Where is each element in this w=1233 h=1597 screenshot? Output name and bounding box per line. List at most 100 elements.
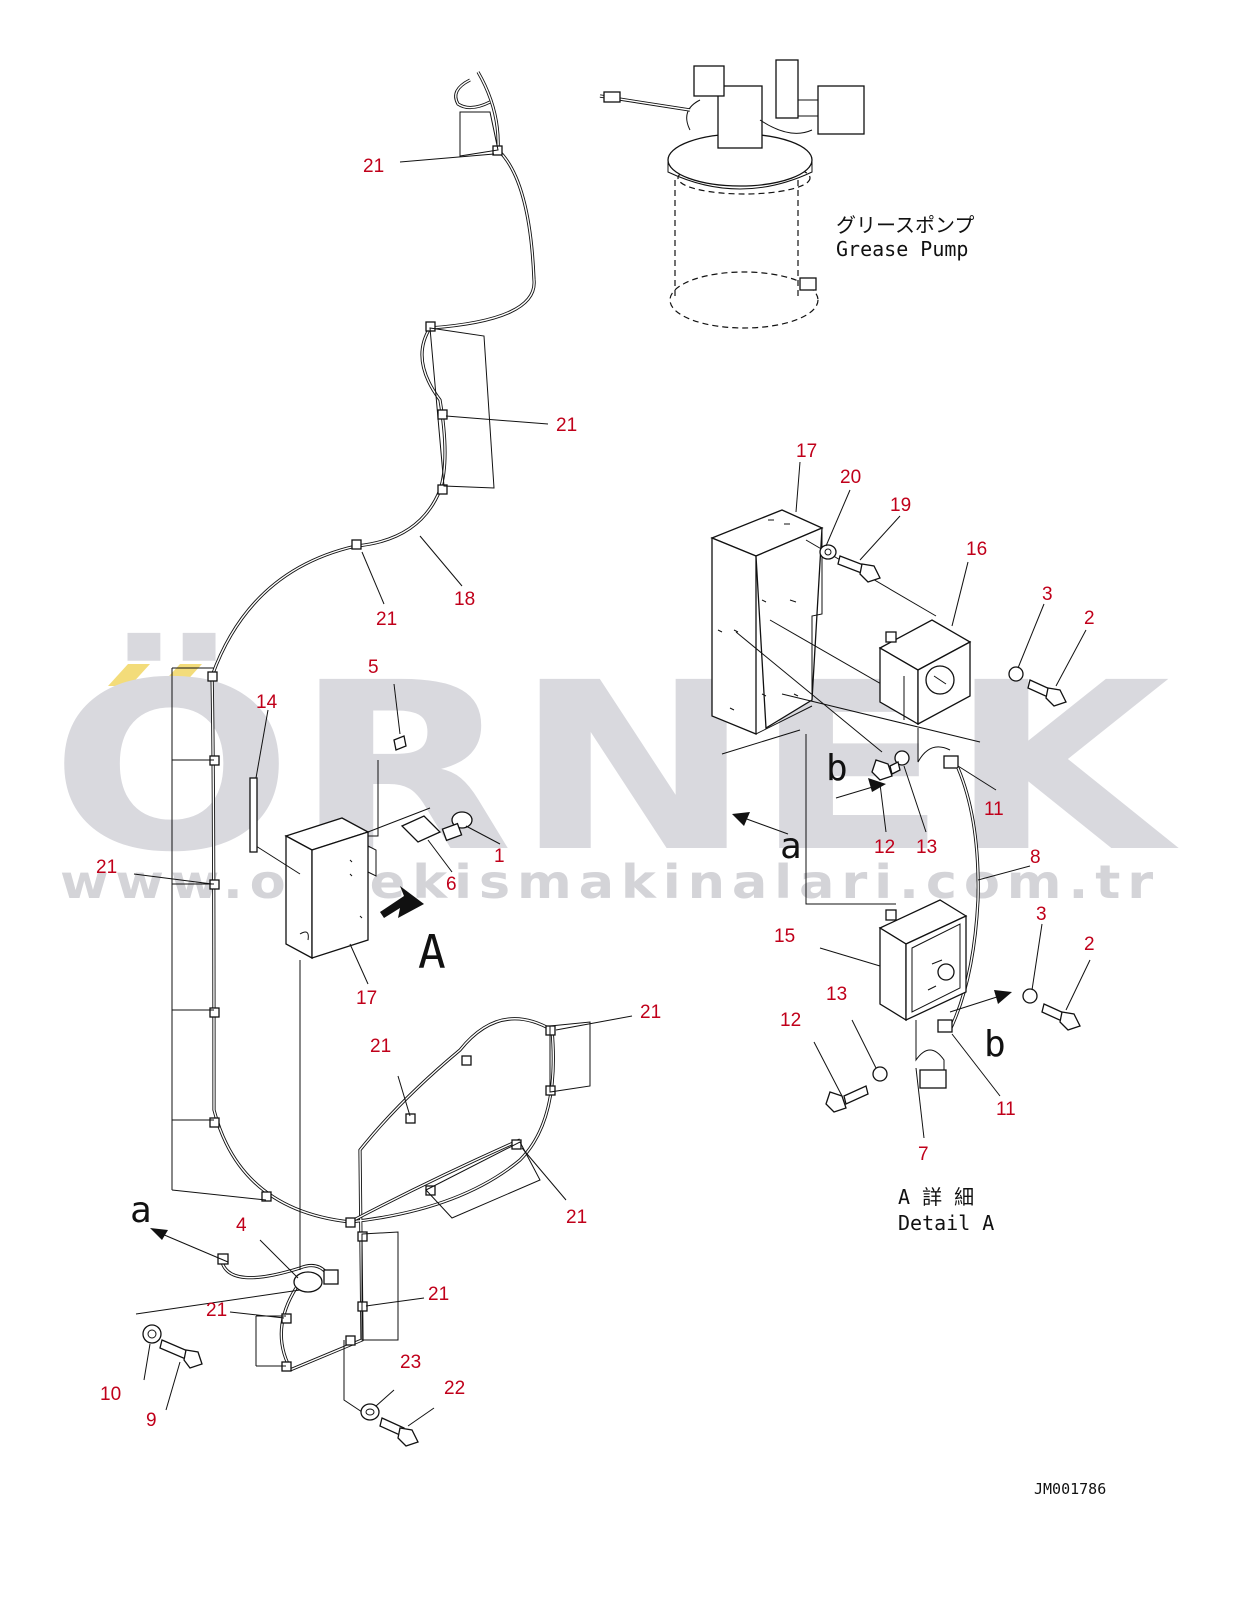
guide-line xyxy=(721,729,801,755)
ref-letter-a-detail: a xyxy=(780,826,802,867)
arrow-b-shaft-lower xyxy=(949,995,1001,1013)
washer-3 xyxy=(1008,666,1024,682)
arrow-a-head xyxy=(150,1228,168,1240)
clamp-21 xyxy=(261,1191,272,1202)
pump-motor-link xyxy=(798,99,818,117)
clamp-21 xyxy=(209,1007,220,1018)
clamp-21 xyxy=(461,1055,472,1066)
callout-16: 16 xyxy=(966,539,987,560)
callout-11: 11 xyxy=(996,1099,1016,1120)
callout-21: 21 xyxy=(363,156,384,177)
harness-lower-loop xyxy=(279,1287,298,1369)
callout-6: 6 xyxy=(446,874,457,895)
callout-21: 21 xyxy=(556,415,577,436)
callout-2: 2 xyxy=(1084,934,1095,955)
callout-12: 12 xyxy=(780,1010,801,1031)
guide-frame xyxy=(361,1231,399,1341)
callout-22: 22 xyxy=(444,1378,465,1399)
guide-line xyxy=(781,693,981,743)
callout-15: 15 xyxy=(774,926,795,947)
arrow-a-head-detail xyxy=(732,812,750,826)
clamp-21 xyxy=(281,1313,292,1324)
bolt-9 xyxy=(159,1339,203,1369)
clamp-21 xyxy=(351,539,362,550)
washer-23 xyxy=(360,1403,380,1421)
callout-14: 14 xyxy=(256,692,278,713)
callout-12: 12 xyxy=(874,837,895,858)
pump-head xyxy=(717,85,763,149)
connector-11 xyxy=(943,755,959,769)
washer-3-lower xyxy=(1022,988,1038,1004)
ref-letter-b-lower: b xyxy=(984,1024,1006,1065)
arrow-b-head-lower xyxy=(994,990,1012,1004)
controller-15 xyxy=(878,899,968,1022)
grease-pump: グリースポンプ Grease Pump xyxy=(599,59,974,329)
callouts: 21 21 17 20 19 16 3 2 18 21 5 14 11 12 1… xyxy=(96,156,1095,1431)
sensor-4 xyxy=(217,1253,339,1293)
pump-valve-block xyxy=(693,65,725,97)
clamp-21 xyxy=(345,1335,356,1346)
bolt-2-lower xyxy=(1041,1003,1081,1031)
switch-1 xyxy=(441,811,473,842)
guide-frame xyxy=(429,327,495,489)
view-arrow-A xyxy=(380,886,424,918)
bolt-5 xyxy=(393,735,407,751)
callout-13: 13 xyxy=(826,984,847,1005)
callout-1: 1 xyxy=(494,846,505,867)
washer-13-lower xyxy=(872,1066,888,1082)
bracket-17-main xyxy=(255,760,431,960)
callout-17: 17 xyxy=(356,988,377,1009)
callout-21: 21 xyxy=(428,1284,449,1305)
callout-19: 19 xyxy=(890,495,911,516)
callout-7: 7 xyxy=(918,1144,929,1165)
callout-23: 23 xyxy=(400,1352,421,1373)
guide-frame xyxy=(255,1315,286,1367)
watermark-url: www.ornekismakinalari.com.tr xyxy=(60,855,1160,909)
clamp-21 xyxy=(511,1139,522,1150)
clamp-21 xyxy=(405,1113,416,1124)
watermark: ÖRNEK www.ornekismakinalari.com.tr xyxy=(50,632,1179,909)
callout-21: 21 xyxy=(376,609,397,630)
guide-frame-left xyxy=(171,667,267,1201)
pump-outlet xyxy=(799,277,817,291)
pump-label-ja: グリースポンプ xyxy=(836,213,974,237)
wire-harness xyxy=(171,71,591,1413)
callout-10: 10 xyxy=(100,1384,121,1405)
clamp-21 xyxy=(209,1117,220,1128)
callout-21: 21 xyxy=(206,1300,227,1321)
callout-3: 3 xyxy=(1036,904,1047,925)
lead-7 xyxy=(915,1020,945,1072)
detail-label-ja: A 詳 細 xyxy=(898,1185,974,1209)
callout-18: 18 xyxy=(454,589,475,610)
controller-16 xyxy=(878,619,972,726)
controller-lead xyxy=(917,728,951,763)
view-letter-A: A xyxy=(418,925,446,979)
switch-plate-6 xyxy=(400,815,442,843)
clamp-21 xyxy=(437,409,448,420)
watermark-brand: ÖRNEK xyxy=(50,632,1179,903)
pump-connector xyxy=(603,91,621,103)
callout-3: 3 xyxy=(1042,584,1053,605)
callout-21: 21 xyxy=(370,1036,391,1057)
callout-11: 11 xyxy=(984,799,1004,820)
bolt-19 xyxy=(837,555,881,583)
washer-20 xyxy=(819,544,837,560)
guide-line xyxy=(368,760,379,837)
callout-4: 4 xyxy=(236,1215,247,1236)
callout-21: 21 xyxy=(96,857,117,878)
guide-line xyxy=(255,845,301,875)
guide-frame xyxy=(459,111,499,157)
bracket-17-detail xyxy=(710,509,981,905)
arrow-a-shaft xyxy=(161,1233,229,1263)
pump-motor xyxy=(817,85,865,135)
guide-line xyxy=(367,807,431,833)
callout-20: 20 xyxy=(840,467,861,488)
callout-8: 8 xyxy=(1030,847,1041,868)
bolt-12-lower xyxy=(825,1085,869,1113)
connector-7 xyxy=(919,1069,947,1089)
callout-9: 9 xyxy=(146,1410,157,1431)
callout-5: 5 xyxy=(368,657,379,678)
drawing-id: JM001786 xyxy=(1034,1480,1106,1498)
callout-2: 2 xyxy=(1084,608,1095,629)
